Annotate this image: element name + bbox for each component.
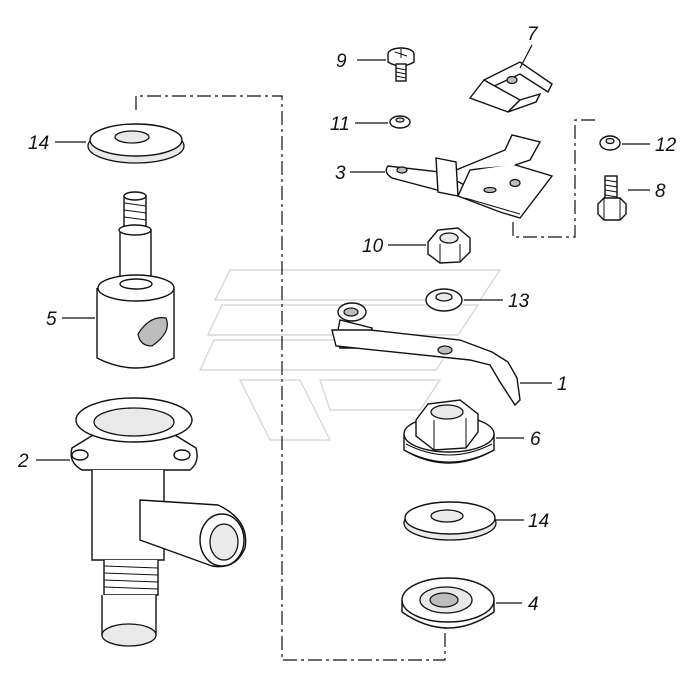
label-part-14-top: 14 bbox=[28, 133, 49, 154]
part-5-valve-plug bbox=[96, 191, 175, 369]
label-part-1: 1 bbox=[557, 374, 568, 395]
part-6-hex-plug bbox=[403, 399, 495, 464]
label-part-3: 3 bbox=[335, 163, 346, 184]
label-part-5: 5 bbox=[46, 309, 57, 330]
part-4-seal bbox=[401, 577, 495, 629]
part-8-bolt bbox=[597, 175, 627, 221]
part-14-washer-top bbox=[87, 123, 185, 164]
label-part-12: 12 bbox=[655, 135, 677, 156]
part-1-lever bbox=[331, 302, 521, 407]
part-3-bracket bbox=[385, 134, 554, 219]
part-7-clip bbox=[468, 61, 553, 113]
label-part-4: 4 bbox=[528, 594, 539, 615]
assembly-axis-lines bbox=[135, 95, 595, 661]
label-part-8: 8 bbox=[655, 181, 666, 202]
part-14-washer-bottom bbox=[403, 501, 497, 541]
part-2-valve-body bbox=[70, 397, 247, 647]
part-9-screw bbox=[387, 47, 415, 82]
part-13-washer bbox=[425, 288, 463, 312]
label-part-13: 13 bbox=[508, 291, 530, 312]
label-part-14-bottom: 14 bbox=[528, 511, 549, 532]
part-11-lock-washer bbox=[389, 115, 411, 129]
part-10-nut bbox=[427, 227, 471, 264]
label-part-9: 9 bbox=[336, 51, 347, 72]
label-part-2: 2 bbox=[17, 451, 29, 472]
label-part-11: 11 bbox=[330, 114, 350, 135]
label-part-10: 10 bbox=[362, 236, 384, 257]
label-part-6: 6 bbox=[530, 429, 541, 450]
label-part-7: 7 bbox=[527, 24, 539, 45]
part-12-lock-washer bbox=[599, 135, 621, 151]
leader-lines bbox=[36, 44, 650, 604]
part-number-labels: 9 7 14 11 12 3 8 10 13 5 1 6 2 14 4 bbox=[17, 24, 677, 615]
